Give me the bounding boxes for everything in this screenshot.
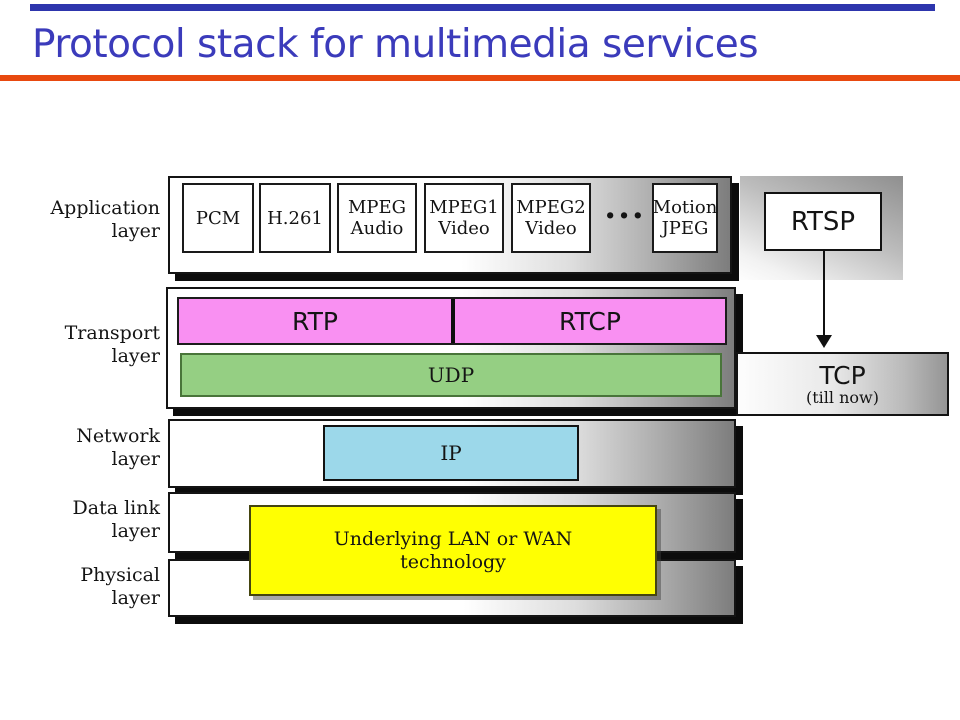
codec-box-mpeg1-video: MPEG1 Video bbox=[424, 183, 504, 253]
rtcp-segment: RTCP bbox=[559, 306, 621, 336]
ellipsis-dots: ··· bbox=[604, 195, 646, 236]
rtsp-to-tcp-arrow-line bbox=[823, 249, 825, 335]
codec-box-mpeg-audio: MPEG Audio bbox=[337, 183, 417, 253]
label-line: Data link bbox=[72, 497, 160, 519]
codec-box-h261: H.261 bbox=[259, 183, 331, 253]
underlying-lan-wan-box: Underlying LAN or WAN technology bbox=[249, 505, 657, 596]
network-layer-box: IP bbox=[168, 419, 736, 488]
ip-box: IP bbox=[323, 425, 579, 481]
label-line: layer bbox=[111, 448, 160, 470]
top-accent-bar bbox=[30, 4, 935, 11]
tcp-note: (till now) bbox=[806, 387, 879, 407]
label-line: Application bbox=[50, 197, 160, 219]
codec-box-mpeg2-video: MPEG2 Video bbox=[511, 183, 591, 253]
application-layer-box: PCM H.261 MPEG Audio MPEG1 Video MPEG2 V… bbox=[168, 176, 732, 274]
rtp-rtcp-bar: RTP RTCP bbox=[177, 297, 727, 345]
label-line: layer bbox=[111, 587, 160, 609]
rtp-rtcp-divider bbox=[451, 299, 455, 343]
label-line: layer bbox=[111, 220, 160, 242]
title-underline-rule bbox=[0, 75, 960, 81]
label-line: Network bbox=[76, 425, 160, 447]
udp-bar: UDP bbox=[180, 353, 722, 397]
label-line: layer bbox=[111, 520, 160, 542]
slide-title: Protocol stack for multimedia services bbox=[32, 22, 759, 67]
label-line: layer bbox=[111, 345, 160, 367]
codec-box-pcm: PCM bbox=[182, 183, 254, 253]
tcp-label: TCP bbox=[819, 360, 866, 390]
codec-box-motion-jpeg: Motion JPEG bbox=[652, 183, 718, 253]
rtsp-box: RTSP bbox=[764, 192, 882, 251]
label-line: Transport bbox=[64, 322, 160, 344]
tcp-box: TCP (till now) bbox=[736, 352, 949, 416]
transport-layer-box: RTP RTCP UDP bbox=[166, 287, 736, 409]
label-line: Physical bbox=[80, 564, 160, 586]
rtp-segment: RTP bbox=[292, 306, 338, 336]
rtsp-to-tcp-arrow-head bbox=[816, 335, 832, 348]
